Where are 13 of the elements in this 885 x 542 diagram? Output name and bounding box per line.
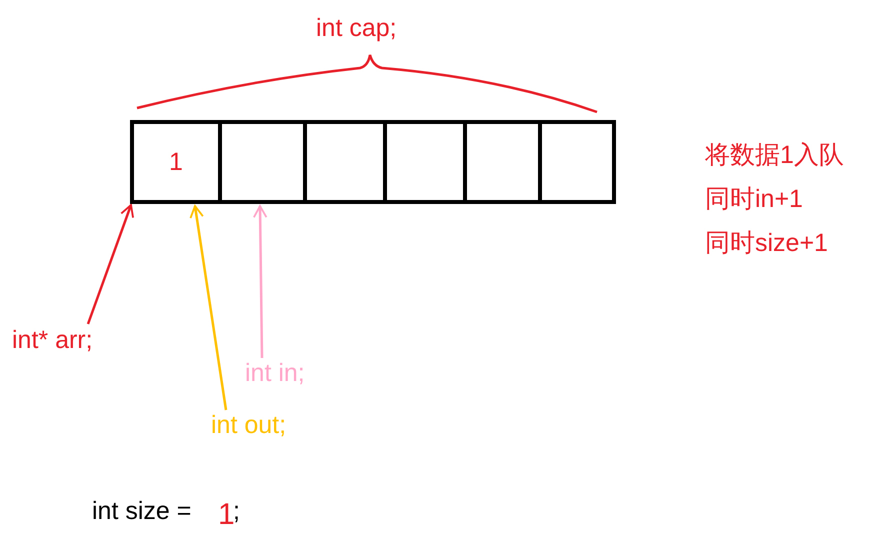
value-text: 1 xyxy=(218,500,235,530)
brace-label: int cap; xyxy=(316,13,397,43)
note-text: 同时size+1 xyxy=(705,228,828,258)
arrow xyxy=(190,205,228,410)
pointer-label: int out; xyxy=(211,410,286,440)
code-text: ; xyxy=(233,496,240,526)
note-text: 同时in+1 xyxy=(705,184,803,214)
pointer-label: int* arr; xyxy=(12,325,93,355)
arrow xyxy=(252,205,268,358)
pointer-label: int in; xyxy=(245,358,305,388)
arrow xyxy=(86,204,134,324)
code-text: int size = xyxy=(92,496,192,526)
note-text: 将数据1入队 xyxy=(705,140,844,170)
